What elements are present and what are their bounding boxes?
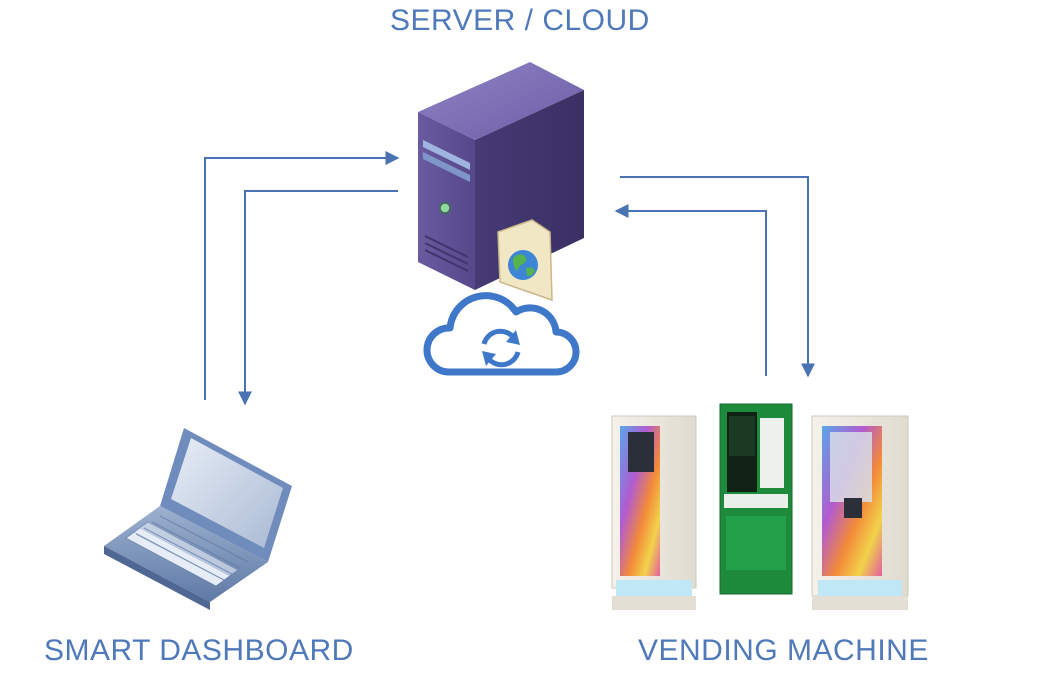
vending-machine-label: VENDING MACHINE: [638, 634, 929, 667]
arrow-dashboard-to-server: [204, 151, 400, 400]
server-cloud-label: SERVER / CLOUD: [390, 4, 650, 37]
arrow-server-to-vending: [620, 176, 815, 378]
smart-dashboard-label: SMART DASHBOARD: [44, 634, 354, 667]
laptop-icon: [104, 428, 292, 610]
vending-machine-icon: [611, 403, 909, 610]
cloud-sync-icon: [423, 292, 580, 376]
arrow-vending-to-server: [614, 204, 767, 376]
globe-icon: [497, 219, 553, 302]
arrow-server-to-dashboard: [238, 190, 398, 406]
